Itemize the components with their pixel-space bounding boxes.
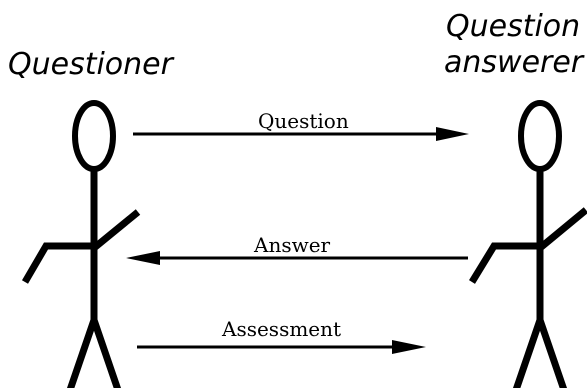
assessment-label: Assessment [221,317,341,341]
questioner-left-arm [21,242,94,284]
answer-arrowhead [126,251,160,265]
answerer-left-leg [512,318,544,388]
answer-label: Answer [253,233,331,257]
answer-message: Answer [126,233,468,265]
answerer-label-line1: Question [446,9,580,44]
answerer-right-arm [537,207,587,251]
question-arrowhead [436,127,469,141]
question-message: Question [133,109,469,141]
questioner-right-arm [91,209,141,251]
answerer-label-line2: answerer [444,45,585,80]
questioner-right-leg [90,318,122,388]
questioner-label: Questioner [8,47,175,82]
answerer-head [518,100,562,172]
answerer-right-leg [536,318,568,388]
questioner-left-leg [66,318,98,388]
answerer-left-arm [469,242,540,284]
question-label: Question [258,109,349,133]
answerer-figure [469,100,587,388]
assessment-arrowhead [392,340,426,354]
questioner-head [72,100,116,172]
questioner-figure [21,100,141,388]
assessment-message: Assessment [137,317,426,354]
